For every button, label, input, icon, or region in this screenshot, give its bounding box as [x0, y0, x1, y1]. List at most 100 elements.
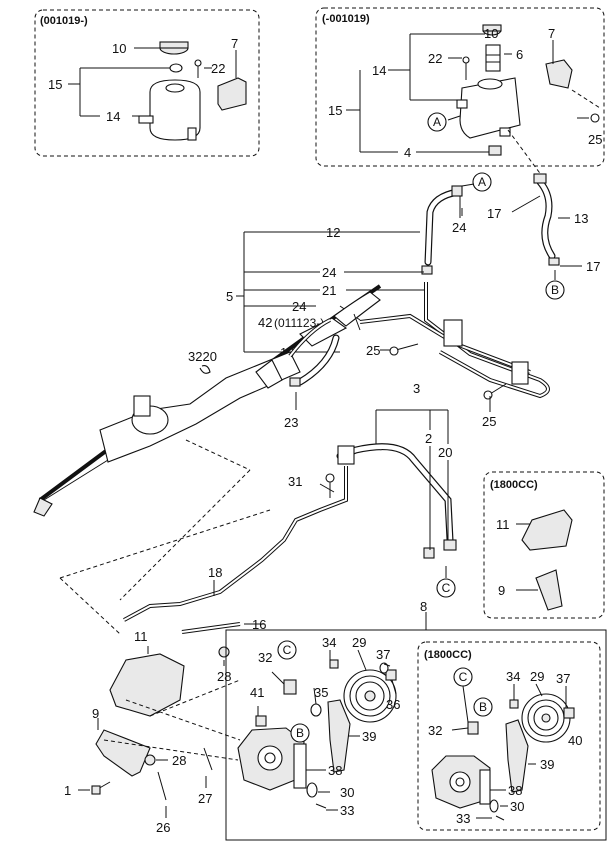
callout-12: 12 — [326, 225, 340, 240]
callout-39-1800: 39 — [540, 757, 554, 772]
marker-c-1800-label: C — [459, 670, 468, 684]
callout-32: 32 — [258, 650, 272, 665]
callout-25-top: 25 — [588, 132, 602, 147]
marker-b-label: B — [551, 283, 559, 297]
callout-38: 38 — [328, 763, 342, 778]
nut-28-lower — [144, 754, 156, 766]
callout-29-1800: 29 — [530, 669, 544, 684]
callout-39: 39 — [362, 729, 376, 744]
return-hose-group: B 17 13 17 — [487, 173, 600, 300]
callout-14-old: 14 — [372, 63, 386, 78]
callout-21: 21 — [322, 283, 336, 298]
callout-9: 9 — [92, 706, 99, 721]
line-clamp-upper — [443, 319, 463, 347]
bracket-9-1800 — [535, 569, 563, 611]
callout-1: 1 — [64, 783, 71, 798]
pinion-valve — [133, 395, 151, 417]
callout-17-bottom: 17 — [586, 259, 600, 274]
filter-part — [485, 44, 501, 72]
callout-13: 13 — [574, 211, 588, 226]
callout-34: 34 — [322, 635, 336, 650]
callout-36: 36 — [386, 697, 400, 712]
callout-24-mid: 24 — [322, 265, 336, 280]
supply-hose-group: A 12 24 24 21 5 24 42 ( — [226, 172, 550, 429]
callout-31: 31 — [288, 474, 302, 489]
callout-7-old: 7 — [548, 26, 555, 41]
strainer-part — [169, 63, 183, 73]
pressure-hose-3 — [337, 444, 453, 543]
nut-28-upper — [218, 646, 230, 658]
return-line-18 — [123, 466, 347, 621]
box-header-reservoir-new: (001019-) — [40, 15, 88, 27]
reservoir-box-old: (-001019) A — [315, 7, 605, 177]
callout-33: 33 — [340, 803, 354, 818]
pump-bracket-39 — [327, 699, 351, 773]
callout-3: 3 — [413, 381, 420, 396]
callout-37-1800: 37 — [556, 671, 570, 686]
marker-b-1800 — [473, 697, 493, 717]
o-ring-35 — [310, 703, 322, 717]
callout-2: 2 — [425, 431, 432, 446]
callout-32-1800: 32 — [428, 723, 442, 738]
marker-b-1800-label: B — [479, 700, 487, 714]
pressure-line — [359, 314, 531, 373]
feed-line-16 — [181, 623, 241, 633]
callout-37: 37 — [376, 647, 390, 662]
line-note: (011123-) — [274, 316, 324, 330]
marker-c-pump — [277, 640, 297, 660]
callout-30-1800: 30 — [510, 799, 524, 814]
marker-b-pump — [290, 723, 310, 743]
line-clamp-lower — [511, 361, 529, 385]
callout-9-1800: 9 — [498, 583, 505, 598]
rack-boot — [333, 291, 381, 327]
o-ring-30 — [306, 782, 318, 798]
callout-8: 8 — [420, 599, 427, 614]
callout-27: 27 — [198, 791, 212, 806]
reservoir-body — [149, 79, 201, 141]
rack-line — [289, 319, 331, 357]
callout-24-hose: 24 — [452, 220, 466, 235]
washer-41 — [255, 715, 267, 727]
callout-10-old: 10 — [484, 26, 498, 41]
callout-42: 42 — [258, 315, 272, 330]
callout-5: 5 — [226, 289, 233, 304]
callout-34-1800: 34 — [506, 669, 520, 684]
pump-bracket-39-1800 — [505, 719, 529, 793]
nut-part — [488, 145, 502, 156]
callout-14: 14 — [106, 109, 120, 124]
pump-assembly-box: 8 C B 32 41 35 34 — [225, 599, 607, 841]
callout-41: 41 — [250, 685, 264, 700]
bracket-box-1800: (1800CC) 11 9 — [483, 471, 605, 619]
callout-22-old: 22 — [428, 51, 442, 66]
washer-37 — [379, 662, 389, 674]
bracket-11-1800 — [521, 509, 573, 551]
fitting-32 — [283, 679, 297, 695]
callout-20: 20 — [438, 445, 452, 460]
callout-25-low: 25 — [482, 414, 496, 429]
callout-3220: 3220 — [188, 349, 217, 364]
callout-10: 10 — [112, 41, 126, 56]
marker-a-hose — [472, 172, 492, 192]
bolt-34 — [329, 659, 339, 669]
callout-15-old: 15 — [328, 103, 342, 118]
callout-29: 29 — [352, 635, 366, 650]
callout-11: 11 — [134, 629, 148, 644]
pressure-hose-group: C 3 2 20 31 — [288, 381, 457, 598]
marker-b-pump-label: B — [296, 726, 304, 740]
callout-15: 15 — [48, 77, 62, 92]
marker-b-hose — [545, 280, 565, 300]
box-header-pump-1800: (1800CC) — [424, 649, 472, 661]
callout-17-top: 17 — [487, 206, 501, 221]
fitting-32-1800 — [467, 721, 479, 735]
hose-clamp-bottom — [548, 257, 560, 266]
clip-part — [199, 365, 211, 374]
nut-40-1800 — [563, 707, 575, 719]
suction-pipe-38 — [293, 743, 307, 789]
callout-40: 40 — [568, 733, 582, 748]
tie-rod-end — [33, 497, 53, 517]
callout-18: 18 — [208, 565, 222, 580]
callout-24-low: 24 — [292, 299, 306, 314]
marker-c-line — [436, 578, 456, 598]
callout-25-line: 25 — [366, 343, 380, 358]
